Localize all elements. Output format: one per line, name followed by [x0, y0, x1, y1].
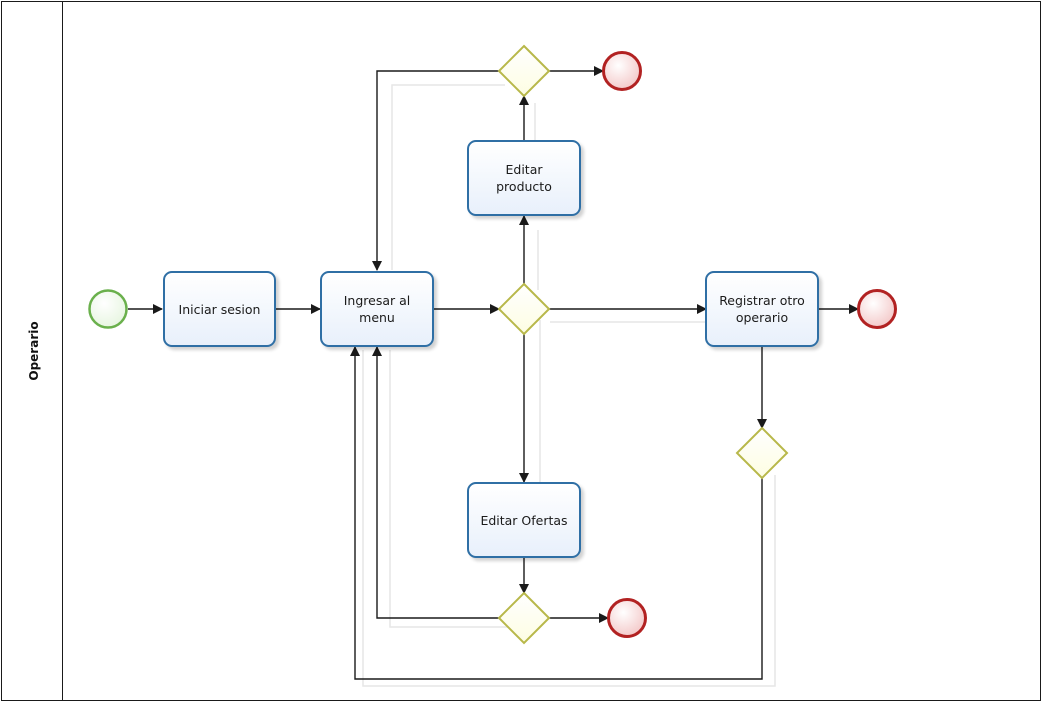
start-event[interactable] — [88, 289, 128, 329]
task-ingresar-menu[interactable]: Ingresar al menu — [320, 271, 434, 347]
lane-header: Operario — [1, 1, 63, 701]
task-label: Registrar otro operario — [719, 293, 805, 325]
task-iniciar-sesion[interactable]: Iniciar sesion — [163, 271, 276, 347]
end-event-bottom[interactable] — [607, 598, 647, 638]
gateway-right[interactable] — [735, 426, 789, 480]
end-event-top[interactable] — [602, 51, 642, 91]
task-label: Editar Ofertas — [480, 512, 568, 528]
end-event-right[interactable] — [857, 289, 897, 329]
task-editar-producto[interactable]: Editar producto — [467, 140, 581, 216]
flow-top-gateway-to-menu — [372, 70, 499, 271]
gateway-bottom[interactable] — [497, 591, 551, 645]
task-label: Editar producto — [496, 162, 552, 194]
flow-bottom-gateway-to-menu — [372, 346, 499, 619]
gateway-top[interactable] — [497, 44, 551, 98]
task-editar-ofertas[interactable]: Editar Ofertas — [467, 482, 581, 558]
connector-shadows — [362, 84, 776, 687]
task-registrar-operario[interactable]: Registrar otro operario — [705, 271, 819, 347]
flow-right-gateway-to-menu — [350, 346, 763, 680]
gateway-center[interactable] — [497, 282, 551, 336]
task-label: Ingresar al menu — [343, 293, 411, 325]
task-label: Iniciar sesion — [178, 301, 261, 317]
